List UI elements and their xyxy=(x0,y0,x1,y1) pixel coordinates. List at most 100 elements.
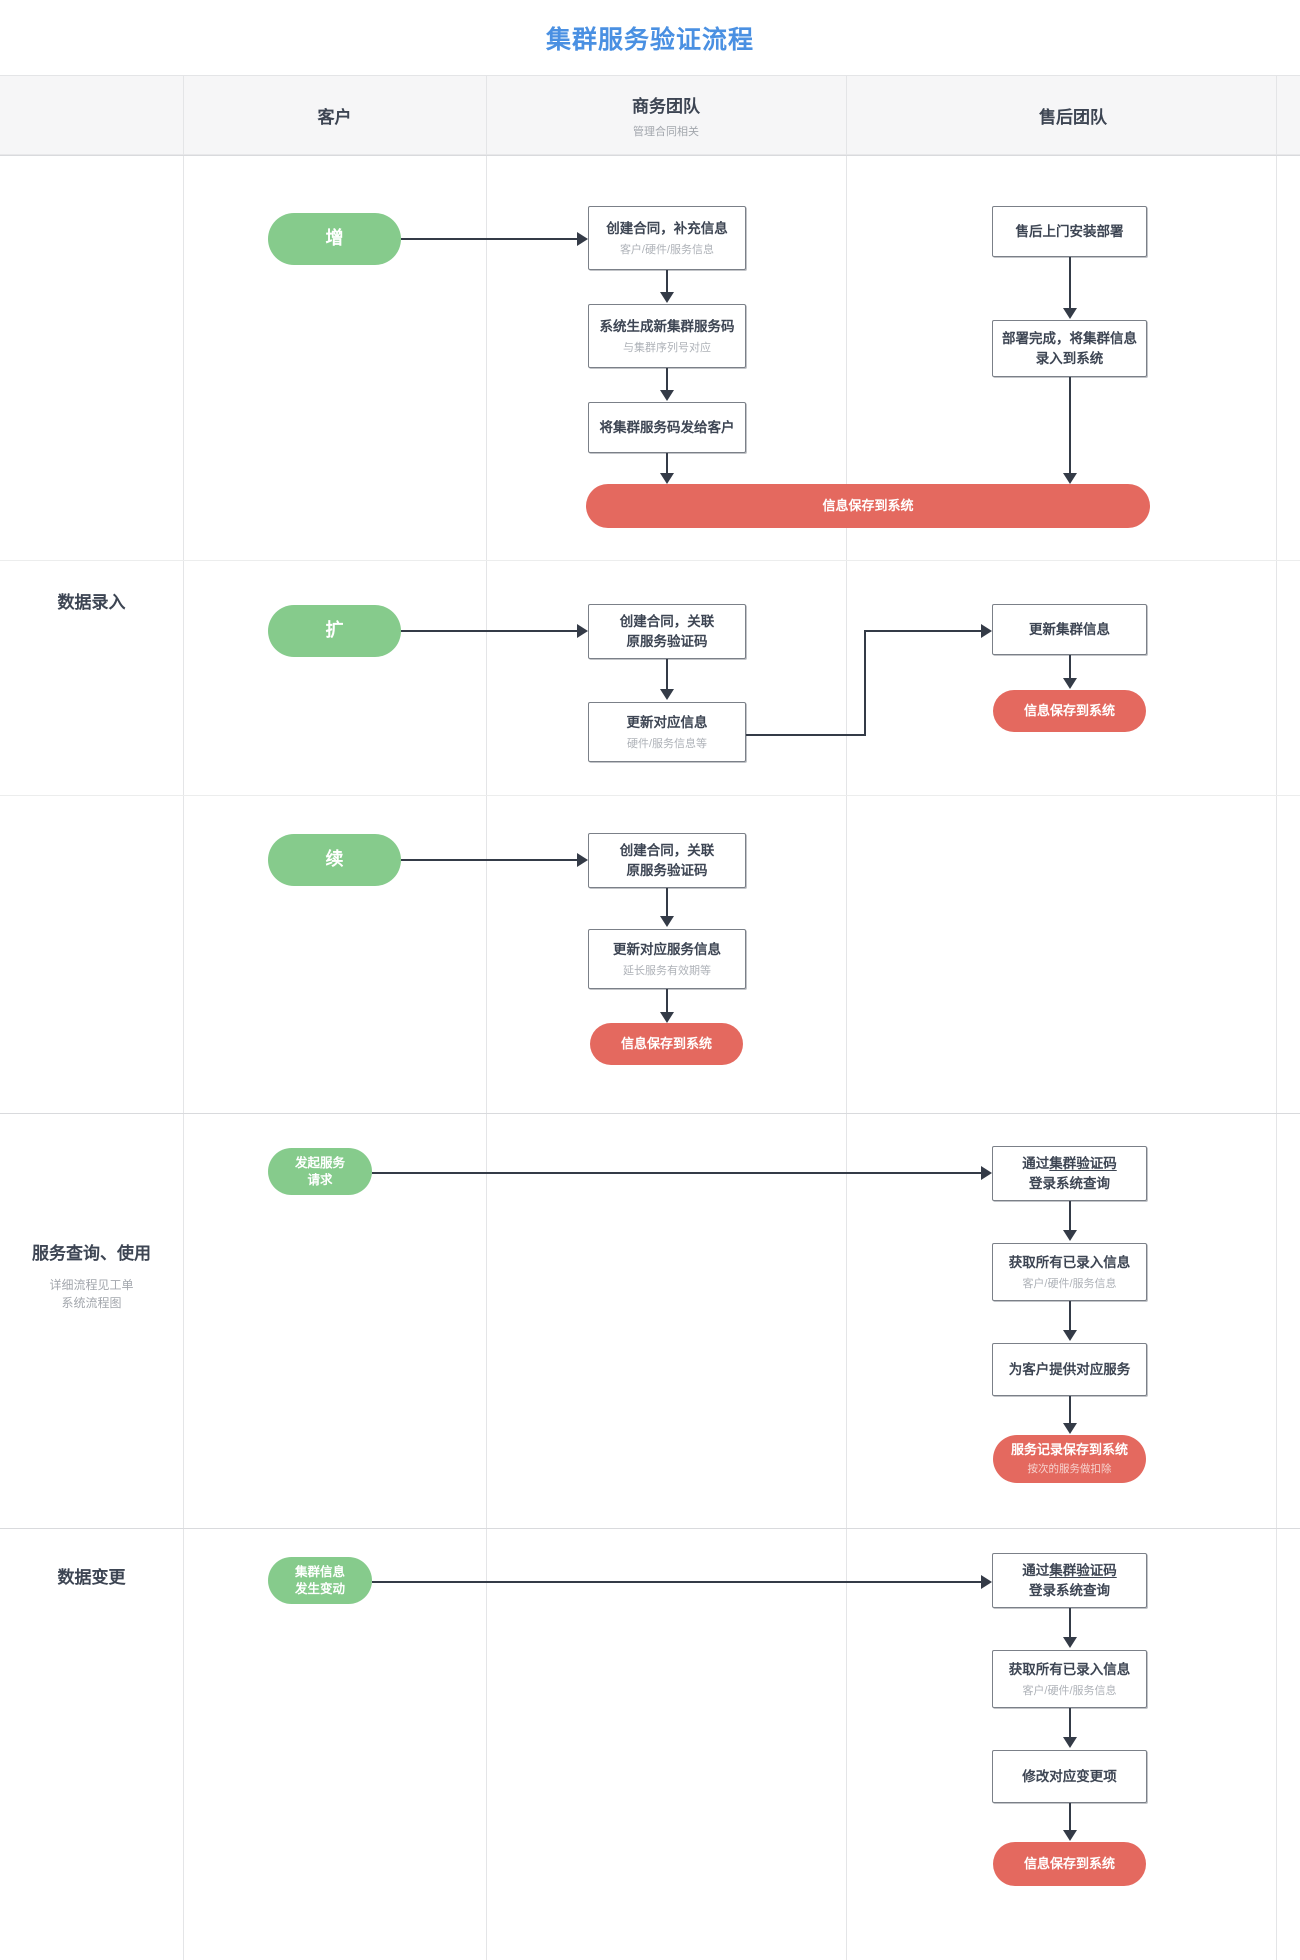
connector-change-step1-to-step2 xyxy=(1069,1608,1071,1642)
connector-renew-biz1-to-biz2 xyxy=(666,888,668,921)
grid-vline-4 xyxy=(1276,75,1277,1960)
node-change-save[interactable]: 信息保存到系统 xyxy=(993,1842,1146,1886)
node-change-step-2[interactable]: 获取所有已录入信息 客户/硬件/服务信息 xyxy=(992,1650,1147,1708)
column-header-customer: 客户 xyxy=(183,76,486,154)
node-add-after-1[interactable]: 售后上门安装部署 xyxy=(992,206,1147,257)
node-change-step-1-suffix: 登录系统查询 xyxy=(1029,1582,1110,1598)
node-service-step-1-label: 通过集群验证码登录系统查询 xyxy=(1022,1154,1117,1193)
connector-expand-biz1-to-biz2 xyxy=(666,659,668,694)
node-add-biz-2-label: 系统生成新集群服务码 xyxy=(599,319,735,335)
stage-label-service-query-title: 服务查询、使用 xyxy=(32,1243,151,1263)
column-header-business: 商务团队 管理合同相关 xyxy=(486,76,846,154)
arrow-add-biz2-to-biz3 xyxy=(660,390,674,401)
node-add-save[interactable]: 信息保存到系统 xyxy=(586,484,1150,528)
node-change-step-2-sub: 客户/硬件/服务信息 xyxy=(1022,1684,1117,1697)
node-expand-biz-2[interactable]: 更新对应信息 硬件/服务信息等 xyxy=(588,702,746,762)
node-service-step-2-sub: 客户/硬件/服务信息 xyxy=(1022,1277,1117,1290)
grid-vline-2 xyxy=(486,75,487,1960)
node-service-step-2-label: 获取所有已录入信息 xyxy=(1008,1255,1131,1271)
column-header-customer-label: 客户 xyxy=(317,107,352,127)
arrow-expand-biz1-to-biz2 xyxy=(660,689,674,700)
node-change-step-1[interactable]: 通过集群验证码登录系统查询 xyxy=(992,1553,1147,1608)
node-add-after-2[interactable]: 部署完成，将集群信息 录入到系统 xyxy=(992,320,1147,377)
node-change-start[interactable]: 集群信息 发生变动 xyxy=(268,1557,372,1604)
node-renew-save[interactable]: 信息保存到系统 xyxy=(590,1023,743,1065)
node-renew-biz-1[interactable]: 创建合同，关联 原服务验证码 xyxy=(588,833,746,888)
arrow-add-after2-to-save xyxy=(1063,473,1077,484)
arrow-service-start-to-step1 xyxy=(981,1166,992,1180)
node-service-step-2[interactable]: 获取所有已录入信息 客户/硬件/服务信息 xyxy=(992,1243,1147,1301)
connector-change-step3-to-save xyxy=(1069,1803,1071,1834)
node-renew-biz-1-label: 创建合同，关联 原服务验证码 xyxy=(619,842,715,878)
node-renew-start-label: 续 xyxy=(325,849,344,870)
node-service-step-1-suffix: 登录系统查询 xyxy=(1029,1175,1110,1191)
node-service-step-3[interactable]: 为客户提供对应服务 xyxy=(992,1343,1147,1396)
arrow-expand-biz2-to-after1 xyxy=(981,624,992,638)
stage-label-data-change-title: 数据变更 xyxy=(57,1567,126,1587)
node-expand-biz-2-sub: 硬件/服务信息等 xyxy=(626,737,708,750)
grid-vline-1 xyxy=(183,75,184,1960)
node-service-save-sub: 按次的服务做扣除 xyxy=(1027,1462,1112,1475)
node-expand-biz-1[interactable]: 创建合同，关联 原服务验证码 xyxy=(588,604,746,659)
connector-change-step2-to-step3 xyxy=(1069,1708,1071,1742)
connector-expand-after1-to-save xyxy=(1069,655,1071,683)
connector-add-biz1-to-biz2 xyxy=(666,270,668,296)
arrow-change-start-to-step1 xyxy=(981,1575,992,1589)
node-add-biz-3-label: 将集群服务码发给客户 xyxy=(599,419,735,435)
node-service-save[interactable]: 服务记录保存到系统 按次的服务做扣除 xyxy=(993,1435,1146,1483)
arrow-add-biz3-to-save xyxy=(660,473,674,484)
grid-hline-stage2-stage3 xyxy=(0,1528,1300,1529)
node-service-step-1[interactable]: 通过集群验证码登录系统查询 xyxy=(992,1146,1147,1201)
node-expand-biz-1-label: 创建合同，关联 原服务验证码 xyxy=(619,613,715,649)
connector-service-start-to-step1 xyxy=(372,1172,988,1174)
column-header-aftersales-label: 售后团队 xyxy=(1039,107,1107,127)
connector-add-after2-to-save xyxy=(1069,377,1071,479)
stage-label-service-query-sub: 详细流程见工单 系统流程图 xyxy=(49,1277,134,1310)
connector-service-step3-to-save xyxy=(1069,1396,1071,1427)
connector-add-start-to-biz1 xyxy=(401,238,584,240)
node-expand-save[interactable]: 信息保存到系统 xyxy=(993,690,1146,732)
arrow-change-step3-to-save xyxy=(1063,1830,1077,1841)
node-add-biz-2-sub: 与集群序列号对应 xyxy=(623,341,711,354)
connector-renew-biz2-to-save xyxy=(666,989,668,1017)
chart-title-bar: 集群服务验证流程 xyxy=(0,0,1300,75)
arrow-service-step3-to-save xyxy=(1063,1423,1077,1434)
node-change-step-3[interactable]: 修改对应变更项 xyxy=(992,1750,1147,1803)
node-add-start[interactable]: 增 xyxy=(268,213,401,265)
node-change-step-2-label: 获取所有已录入信息 xyxy=(1008,1662,1131,1678)
connector-add-biz2-to-biz3 xyxy=(666,368,668,394)
node-renew-biz-2-label: 更新对应服务信息 xyxy=(613,942,721,958)
node-change-step-1-underlined: 集群验证码 xyxy=(1049,1562,1117,1578)
arrow-add-biz1-to-biz2 xyxy=(660,292,674,303)
node-service-step-1-prefix: 通过 xyxy=(1022,1155,1050,1171)
node-expand-after-1[interactable]: 更新集群信息 xyxy=(992,604,1147,655)
node-change-save-label: 信息保存到系统 xyxy=(1023,1855,1115,1871)
node-expand-start[interactable]: 扩 xyxy=(268,605,401,657)
arrow-renew-start-to-biz1 xyxy=(577,853,588,867)
node-expand-save-label: 信息保存到系统 xyxy=(1023,702,1115,718)
node-add-biz-1[interactable]: 创建合同，补充信息 客户/硬件/服务信息 xyxy=(588,206,746,270)
connector-expand-biz2-elbow-v xyxy=(864,630,866,736)
stage-label-data-entry-title: 数据录入 xyxy=(57,592,126,612)
node-renew-start[interactable]: 续 xyxy=(268,834,401,886)
node-change-step-1-label: 通过集群验证码登录系统查询 xyxy=(1022,1561,1117,1600)
grid-hline-header-top xyxy=(0,75,1300,76)
arrow-renew-biz1-to-biz2 xyxy=(660,916,674,927)
node-add-biz-3[interactable]: 将集群服务码发给客户 xyxy=(588,402,746,453)
arrow-renew-biz2-to-save xyxy=(660,1012,674,1023)
stage-label-data-entry: 数据录入 xyxy=(0,560,183,640)
column-header-business-label: 商务团队 xyxy=(632,96,700,116)
node-add-after-1-label: 售后上门安装部署 xyxy=(1015,223,1124,239)
connector-renew-start-to-biz1 xyxy=(401,859,584,861)
connector-service-step2-to-step3 xyxy=(1069,1301,1071,1335)
node-add-biz-1-label: 创建合同，补充信息 xyxy=(606,221,728,237)
node-service-start[interactable]: 发起服务 请求 xyxy=(268,1148,372,1195)
grid-hline-row1-row2 xyxy=(0,560,1300,561)
connector-expand-start-to-biz1 xyxy=(401,630,584,632)
node-expand-start-label: 扩 xyxy=(325,620,344,641)
node-add-biz-2[interactable]: 系统生成新集群服务码 与集群序列号对应 xyxy=(588,304,746,368)
node-renew-biz-2[interactable]: 更新对应服务信息 延长服务有效期等 xyxy=(588,929,746,989)
grid-vline-3 xyxy=(846,75,847,1960)
node-renew-biz-2-sub: 延长服务有效期等 xyxy=(623,964,711,977)
